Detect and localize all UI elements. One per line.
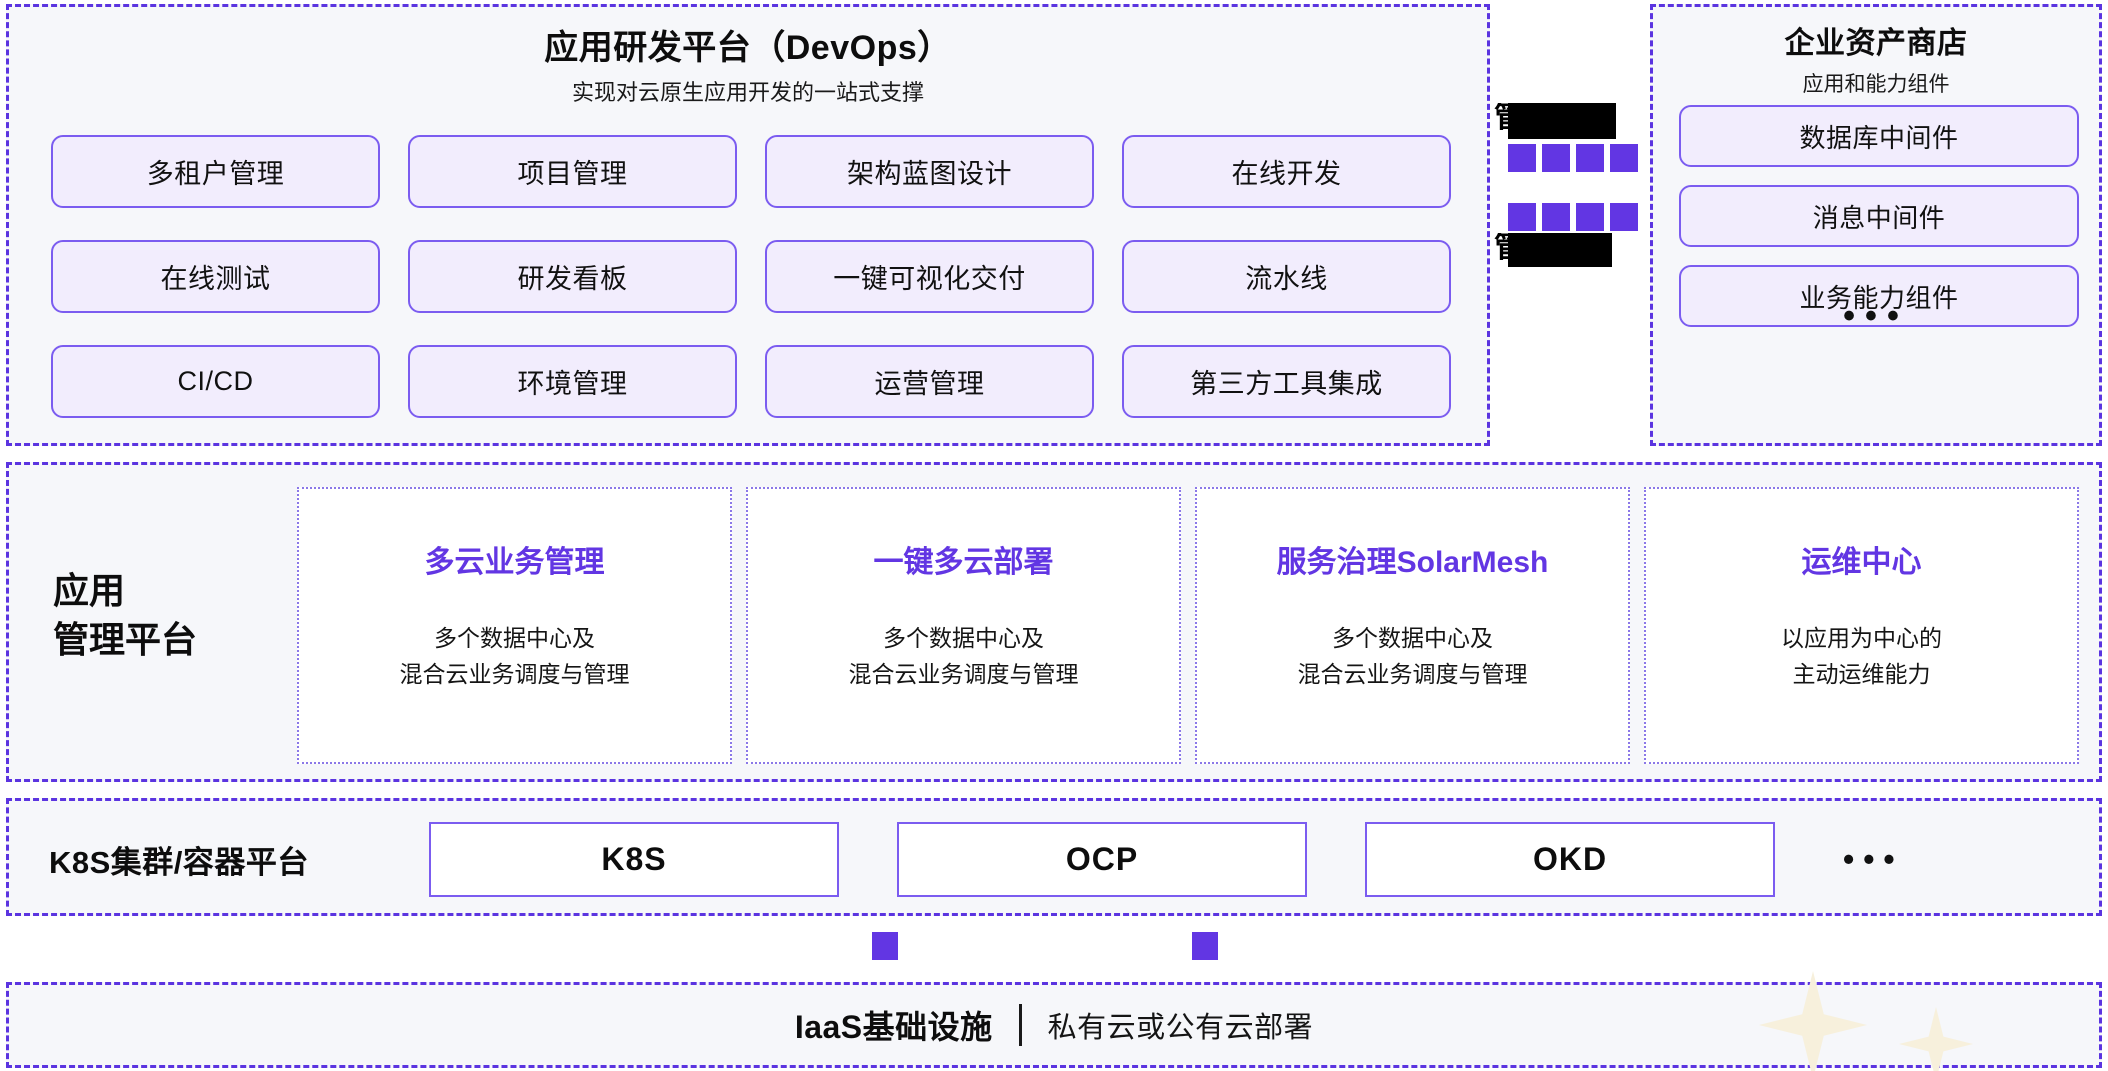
connector-square-left xyxy=(872,932,898,960)
iaas-title: IaaS基础设施 xyxy=(794,1009,993,1045)
mgmt-card-desc: 多个数据中心及 混合云业务调度与管理 xyxy=(399,625,630,687)
mgmt-card-title: 一键多云部署 xyxy=(873,546,1054,579)
devops-chip-cicd[interactable]: CI/CD xyxy=(51,345,380,418)
k8s-more-ellipsis: ••• xyxy=(1843,841,1904,877)
devops-chip-one-click-delivery[interactable]: 一键可视化交付 xyxy=(765,240,1094,313)
mgmt-card-title: 服务治理SolarMesh xyxy=(1276,546,1549,579)
asset-store-item-message-middleware[interactable]: 消息中间件 xyxy=(1679,185,2079,247)
redacted-middle-column: 管 管 xyxy=(1494,4,1646,446)
asset-store-item-business-capability[interactable]: 业务能力组件 xyxy=(1679,265,2079,327)
devops-chip-environment-mgmt[interactable]: 环境管理 xyxy=(408,345,737,418)
devops-chip-project-mgmt[interactable]: 项目管理 xyxy=(408,135,737,208)
iaas-content: IaaS基础设施 私有云或公有云部署 xyxy=(9,985,2099,1065)
redaction-bar-bottom xyxy=(1508,233,1612,267)
redaction-bar-top xyxy=(1508,103,1616,139)
k8s-panel: K8S集群/容器平台 K8S OCP OKD ••• xyxy=(6,798,2102,916)
mgmt-card-one-click-multicloud-deploy[interactable]: 一键多云部署 多个数据中心及 混合云业务调度与管理 xyxy=(746,487,1181,764)
connector-square-right xyxy=(1192,932,1218,960)
marker-square xyxy=(1508,144,1536,172)
iaas-subtitle: 私有云或公有云部署 xyxy=(1047,1012,1314,1044)
iaas-panel: IaaS基础设施 私有云或公有云部署 xyxy=(6,971,2102,1071)
mgmt-card-title: 多云业务管理 xyxy=(424,546,605,579)
devops-chip-third-party-integration[interactable]: 第三方工具集成 xyxy=(1122,345,1451,418)
asset-store-panel: 企业资产商店 应用和能力组件 数据库中间件 消息中间件 业务能力组件 ••• xyxy=(1650,4,2102,446)
iaas-divider xyxy=(1018,1004,1022,1046)
k8s-panel-label: K8S集群/容器平台 xyxy=(49,845,309,880)
marker-row-bottom xyxy=(1508,203,1638,231)
app-management-panel: 应用 管理平台 多云业务管理 多个数据中心及 混合云业务调度与管理 一键多云部署… xyxy=(6,462,2102,782)
marker-square xyxy=(1542,144,1570,172)
asset-store-item-database-middleware[interactable]: 数据库中间件 xyxy=(1679,105,2079,167)
mgmt-card-desc: 多个数据中心及 混合云业务调度与管理 xyxy=(848,625,1079,687)
asset-store-header: 企业资产商店 应用和能力组件 xyxy=(1653,27,2099,97)
marker-square xyxy=(1576,203,1604,231)
asset-store-list: 数据库中间件 消息中间件 业务能力组件 xyxy=(1679,105,2079,327)
devops-chip-architecture-blueprint[interactable]: 架构蓝图设计 xyxy=(765,135,1094,208)
devops-header: 应用研发平台（DevOps） 实现对云原生应用开发的一站式支撑 xyxy=(9,29,1487,106)
marker-row-top xyxy=(1508,144,1638,172)
devops-chip-multi-tenant[interactable]: 多租户管理 xyxy=(51,135,380,208)
asset-store-title: 企业资产商店 xyxy=(1784,27,1968,60)
asset-store-more-ellipsis: ••• xyxy=(1843,297,1909,335)
devops-subtitle: 实现对云原生应用开发的一站式支撑 xyxy=(571,80,924,106)
marker-square xyxy=(1610,203,1638,231)
mgmt-card-desc: 以应用为中心的 主动运维能力 xyxy=(1781,625,1942,687)
devops-chip-pipeline[interactable]: 流水线 xyxy=(1122,240,1451,313)
mgmt-card-title: 运维中心 xyxy=(1801,546,1922,579)
mgmt-card-service-governance-solarmesh[interactable]: 服务治理SolarMesh 多个数据中心及 混合云业务调度与管理 xyxy=(1195,487,1630,764)
devops-panel: 应用研发平台（DevOps） 实现对云原生应用开发的一站式支撑 多租户管理 项目… xyxy=(6,4,1490,446)
marker-square xyxy=(1610,144,1638,172)
marker-square xyxy=(1576,144,1604,172)
devops-title: 应用研发平台（DevOps） xyxy=(544,29,952,67)
k8s-items: K8S OCP OKD ••• xyxy=(429,822,1904,897)
mgmt-card-desc: 多个数据中心及 混合云业务调度与管理 xyxy=(1297,625,1528,687)
k8s-box-ocp[interactable]: OCP xyxy=(897,822,1307,897)
devops-chip-online-dev[interactable]: 在线开发 xyxy=(1122,135,1451,208)
mgmt-card-multicloud-business[interactable]: 多云业务管理 多个数据中心及 混合云业务调度与管理 xyxy=(297,487,732,764)
asset-store-subtitle: 应用和能力组件 xyxy=(1802,72,1950,96)
marker-square xyxy=(1542,203,1570,231)
k8s-box-okd[interactable]: OKD xyxy=(1365,822,1775,897)
app-management-cards: 多云业务管理 多个数据中心及 混合云业务调度与管理 一键多云部署 多个数据中心及… xyxy=(297,487,2079,764)
devops-chip-online-test[interactable]: 在线测试 xyxy=(51,240,380,313)
app-management-label: 应用 管理平台 xyxy=(53,570,198,660)
devops-capability-grid: 多租户管理 项目管理 架构蓝图设计 在线开发 在线测试 研发看板 一键可视化交付… xyxy=(51,135,1451,418)
marker-square xyxy=(1508,203,1536,231)
k8s-box-k8s[interactable]: K8S xyxy=(429,822,839,897)
devops-chip-operation-mgmt[interactable]: 运营管理 xyxy=(765,345,1094,418)
mgmt-card-ops-center[interactable]: 运维中心 以应用为中心的 主动运维能力 xyxy=(1644,487,2079,764)
devops-chip-dev-kanban[interactable]: 研发看板 xyxy=(408,240,737,313)
